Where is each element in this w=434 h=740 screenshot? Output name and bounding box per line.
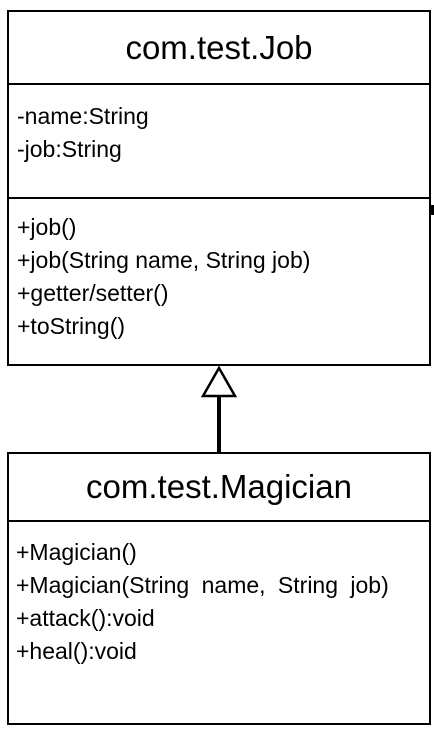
- job-method-default-constructor: +job(): [17, 214, 77, 240]
- magician-methods-section: +Magician() +Magician(String name, Strin…: [9, 522, 429, 668]
- job-attributes-section: -name:String -job:String: [9, 85, 429, 199]
- magician-class-name: com.test.Magician: [9, 454, 429, 522]
- job-methods-section: +job() +job(String name, String job) +ge…: [9, 199, 429, 343]
- magician-method-param-constructor: +Magician(String name, String job): [16, 572, 389, 598]
- job-method-param-constructor: +job(String name, String job): [17, 247, 311, 273]
- magician-method-attack: +attack():void: [16, 605, 155, 631]
- job-box-edge-mark: [430, 205, 434, 215]
- magician-method-heal: +heal():void: [16, 638, 137, 664]
- job-class-box: com.test.Job -name:String -job:String +j…: [7, 10, 431, 366]
- job-method-getter-setter: +getter/setter(): [17, 280, 169, 306]
- magician-class-box: com.test.Magician +Magician() +Magician(…: [7, 452, 431, 725]
- magician-method-default-constructor: +Magician(): [16, 539, 137, 565]
- job-attribute-job: -job:String: [17, 136, 122, 162]
- job-attribute-name: -name:String: [17, 103, 149, 129]
- job-class-name: com.test.Job: [9, 12, 429, 85]
- inheritance-arrowhead-icon: [200, 365, 238, 398]
- job-method-tostring: +toString(): [17, 313, 126, 339]
